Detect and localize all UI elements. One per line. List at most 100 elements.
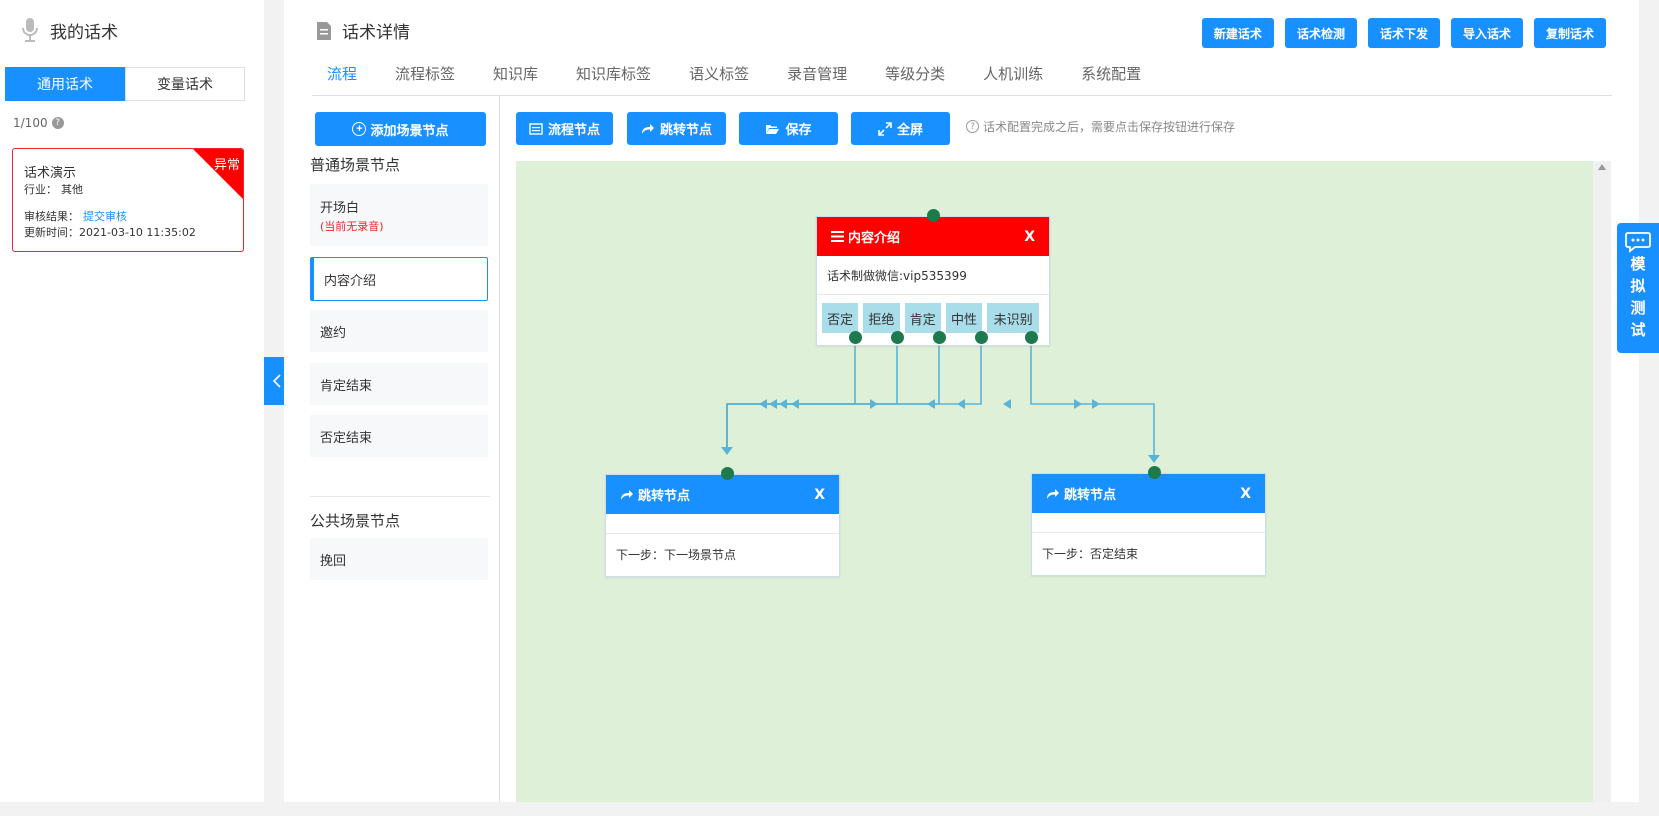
canvas-scrollbar[interactable] bbox=[1593, 161, 1611, 802]
script-card[interactable]: 异常 话术演示 行业：其他 审核结果：提交审核 更新时间：2021-03-10 … bbox=[12, 148, 244, 252]
branch-positive[interactable]: 肯定 bbox=[904, 303, 941, 333]
node-next-step: 下一步：否定结束 bbox=[1042, 546, 1139, 561]
node-next-step: 下一步：下一场景节点 bbox=[616, 547, 737, 562]
simulate-test-label: 模拟测试 bbox=[1630, 255, 1646, 339]
branch-unrecognized[interactable]: 未识别 bbox=[987, 303, 1040, 333]
edge-negative-to-jump-1 bbox=[726, 337, 856, 452]
script-count: 1/100 ? bbox=[13, 116, 64, 130]
close-icon[interactable]: X bbox=[814, 486, 825, 503]
tab-system-config[interactable]: 系统配置 bbox=[1081, 65, 1142, 83]
scene-item-label: 内容介绍 bbox=[324, 273, 377, 289]
edge-arrow-head bbox=[1148, 455, 1160, 463]
top-actions: 新建话术 话术检测 话术下发 导入话术 复制话术 bbox=[1191, 18, 1606, 48]
node-title-text: 跳转节点 bbox=[638, 489, 691, 504]
fullscreen-button[interactable]: 全屏 bbox=[851, 112, 950, 145]
tab-recording-management[interactable]: 录音管理 bbox=[787, 65, 848, 83]
flow-node-button[interactable]: 流程节点 bbox=[516, 112, 613, 145]
output-port-positive[interactable] bbox=[933, 331, 946, 344]
updated-label: 更新时间： bbox=[24, 226, 79, 239]
node-spacer bbox=[606, 514, 839, 534]
scene-item-label: 否定结束 bbox=[320, 430, 373, 446]
edge-arrow-marker bbox=[769, 399, 777, 409]
help-icon[interactable]: ? bbox=[51, 117, 64, 129]
scene-item-note: (当前无录音) bbox=[320, 219, 384, 233]
add-scene-node-button[interactable]: + 添加场景节点 bbox=[315, 112, 486, 146]
scene-item-recover[interactable]: 挽回 bbox=[310, 538, 488, 580]
edge-arrow-marker bbox=[791, 399, 799, 409]
tab-flow[interactable]: 流程 bbox=[327, 65, 358, 83]
input-port[interactable] bbox=[721, 467, 734, 480]
scene-item-content-intro[interactable]: 内容介绍 bbox=[310, 257, 488, 301]
output-port-reject[interactable] bbox=[891, 331, 904, 344]
folder-open-icon bbox=[766, 124, 780, 134]
edge-reject-to-jump-1 bbox=[726, 337, 898, 452]
jump-node-button[interactable]: 跳转节点 bbox=[627, 112, 726, 145]
new-script-button[interactable]: 新建话术 bbox=[1201, 18, 1274, 48]
scene-divider bbox=[310, 496, 490, 497]
scene-item-opening[interactable]: 开场白 (当前无录音) bbox=[310, 184, 488, 246]
deploy-script-button[interactable]: 话术下发 bbox=[1367, 18, 1440, 48]
jump-node-label: 跳转节点 bbox=[659, 122, 712, 137]
edge-positive-to-jump-1 bbox=[726, 337, 940, 452]
review-link[interactable]: 提交审核 bbox=[83, 210, 127, 223]
tab-variable-scripts[interactable]: 变量话术 bbox=[125, 67, 245, 101]
flow-node-content-intro[interactable]: 内容介绍 X 话术制做微信:vip535399 否定 拒绝 肯定 中性 未识别 bbox=[816, 216, 1050, 346]
branch-neutral[interactable]: 中性 bbox=[945, 303, 983, 333]
scene-item-positive-end[interactable]: 肯定结束 bbox=[310, 363, 488, 405]
flow-canvas[interactable]: 内容介绍 X 话术制做微信:vip535399 否定 拒绝 肯定 中性 未识别 bbox=[516, 161, 1593, 802]
edge-arrow-marker bbox=[1092, 399, 1100, 409]
tab-semantic-tags[interactable]: 语义标签 bbox=[689, 65, 750, 83]
branch-reject[interactable]: 拒绝 bbox=[863, 303, 900, 333]
flow-edges bbox=[721, 337, 1160, 463]
scroll-up-arrow-icon[interactable] bbox=[1598, 164, 1606, 170]
tab-knowledge-base[interactable]: 知识库 bbox=[493, 65, 539, 83]
input-port[interactable] bbox=[927, 209, 940, 222]
node-header: 跳转节点 X bbox=[1032, 474, 1265, 513]
script-type-tabs: 通用话术 变量话术 bbox=[5, 67, 245, 101]
edge-arrow-marker bbox=[759, 399, 767, 409]
close-icon[interactable]: X bbox=[1024, 228, 1035, 245]
card-updated: 更新时间：2021-03-10 11:35:02 bbox=[24, 224, 196, 240]
question-icon: ? bbox=[966, 120, 979, 133]
public-scene-title: 公共场景节点 bbox=[310, 512, 401, 530]
branch-negative[interactable]: 否定 bbox=[822, 303, 859, 333]
check-script-button[interactable]: 话术检测 bbox=[1284, 18, 1357, 48]
main-panel: 话术详情 新建话术 话术检测 话术下发 导入话术 复制话术 流程 流程标签 知识… bbox=[284, 0, 1639, 802]
menu-icon bbox=[831, 231, 844, 242]
output-port-negative[interactable] bbox=[849, 331, 862, 344]
node-title: 内容介绍 bbox=[831, 227, 900, 246]
left-header: 我的话术 bbox=[20, 16, 118, 44]
save-button[interactable]: 保存 bbox=[739, 112, 838, 145]
flow-node-jump-2[interactable]: 跳转节点 X 下一步：否定结束 bbox=[1031, 473, 1266, 576]
tab-knowledge-tags[interactable]: 知识库标签 bbox=[576, 65, 652, 83]
simulate-test-button[interactable]: 模拟测试 bbox=[1617, 223, 1659, 353]
save-hint: ? 话术配置完成之后，需要点击保存按钮进行保存 bbox=[966, 118, 1235, 135]
import-script-button[interactable]: 导入话术 bbox=[1450, 18, 1523, 48]
tab-general-scripts[interactable]: 通用话术 bbox=[5, 67, 125, 101]
node-header: 跳转节点 X bbox=[606, 475, 839, 514]
scene-item-negative-end[interactable]: 否定结束 bbox=[310, 415, 488, 457]
edge-arrow-head bbox=[721, 447, 733, 455]
scene-item-label: 挽回 bbox=[320, 553, 347, 569]
node-title-text: 跳转节点 bbox=[1064, 488, 1117, 503]
close-icon[interactable]: X bbox=[1240, 485, 1251, 502]
tab-level-classification[interactable]: 等级分类 bbox=[885, 65, 946, 83]
tab-flow-tags[interactable]: 流程标签 bbox=[395, 65, 456, 83]
save-label: 保存 bbox=[785, 122, 812, 137]
scene-item-invite[interactable]: 邀约 bbox=[310, 310, 488, 352]
edge-unknown-to-jump-2 bbox=[1030, 337, 1155, 461]
add-scene-label: 添加场景节点 bbox=[370, 122, 449, 138]
scene-item-label: 肯定结束 bbox=[320, 378, 373, 394]
output-port-neutral[interactable] bbox=[975, 331, 988, 344]
edge-arrow-marker bbox=[1074, 399, 1082, 409]
copy-script-button[interactable]: 复制话术 bbox=[1533, 18, 1606, 48]
tab-training[interactable]: 人机训练 bbox=[983, 65, 1044, 83]
left-panel: 我的话术 通用话术 变量话术 1/100 ? 异常 话术演示 行业：其他 审核结… bbox=[0, 0, 264, 802]
node-content: 话术制做微信:vip535399 bbox=[817, 256, 1049, 295]
plus-circle-icon: + bbox=[352, 122, 367, 136]
input-port[interactable] bbox=[1148, 466, 1161, 479]
flow-node-jump-1[interactable]: 跳转节点 X 下一步：下一场景节点 bbox=[605, 474, 840, 577]
edge-arrow-marker bbox=[1003, 399, 1011, 409]
review-label: 审核结果： bbox=[24, 210, 79, 223]
output-port-unrecognized[interactable] bbox=[1025, 331, 1038, 344]
